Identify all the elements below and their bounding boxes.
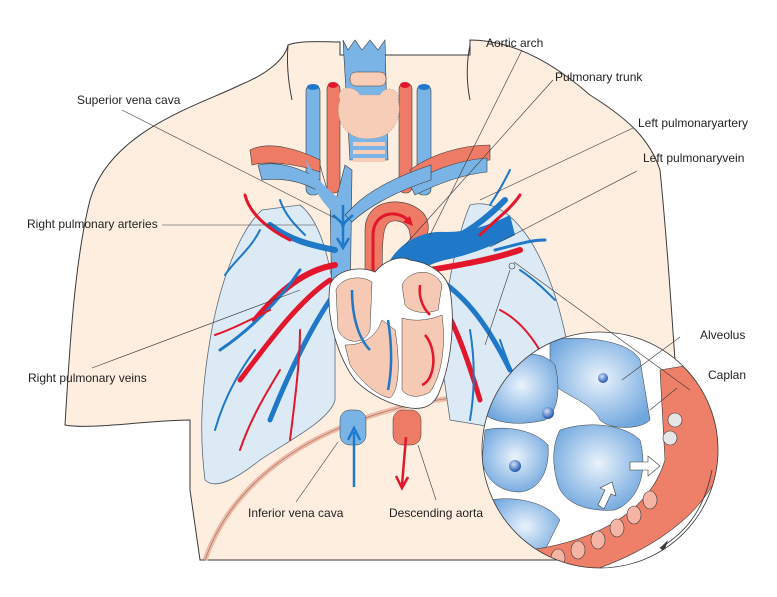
label-right-pulmonary-veins: Right pulmonary veins bbox=[28, 371, 147, 385]
leader-lines bbox=[91, 49, 681, 503]
label-aortic-arch: Aortic arch bbox=[486, 36, 543, 50]
right-lung-vessels bbox=[214, 193, 338, 451]
label-caplan: Caplan bbox=[708, 368, 746, 382]
label-pulmonary-trunk: Pulmonary trunk bbox=[555, 70, 643, 84]
left-carotid-artery bbox=[326, 82, 341, 194]
ivc-arrow bbox=[346, 425, 362, 487]
label-alveolus: Alveolus bbox=[700, 328, 745, 342]
left-ventricle bbox=[401, 314, 444, 397]
label-inferior-vena-cava: Inferior vena cava bbox=[248, 506, 344, 520]
label-descending-aorta: Descending aorta bbox=[389, 506, 483, 520]
alveolus-inset-border bbox=[481, 331, 719, 569]
alveolus-callout-marker bbox=[508, 262, 516, 270]
right-ventricle bbox=[344, 319, 399, 399]
thyroid-gland bbox=[338, 87, 400, 140]
heart-flow-arrows bbox=[350, 284, 435, 391]
thyroid-cartilage bbox=[349, 71, 387, 87]
alveolus-inset bbox=[482, 332, 718, 568]
left-atrium bbox=[401, 272, 443, 313]
left-subclavian-vein bbox=[409, 157, 488, 196]
label-right-pulmonary-arteries: Right pulmonary arteries bbox=[27, 217, 158, 231]
svc-arrow bbox=[332, 205, 354, 251]
right-subclavian-artery bbox=[249, 145, 321, 173]
aortic-arch-arrow bbox=[371, 212, 412, 280]
label-superior-vena-cava: Superior vena cava bbox=[77, 93, 181, 107]
label-left-pulmonary-artery: Left pulmonaryartery bbox=[638, 116, 748, 130]
descending-aorta bbox=[392, 409, 422, 446]
aorta-arrow bbox=[394, 436, 410, 491]
neck-line-left bbox=[287, 44, 293, 101]
label-left-pulmonary-vein: Left pulmonaryvein bbox=[643, 151, 744, 165]
trachea-rings bbox=[353, 142, 385, 162]
neck-line-right bbox=[466, 44, 471, 101]
